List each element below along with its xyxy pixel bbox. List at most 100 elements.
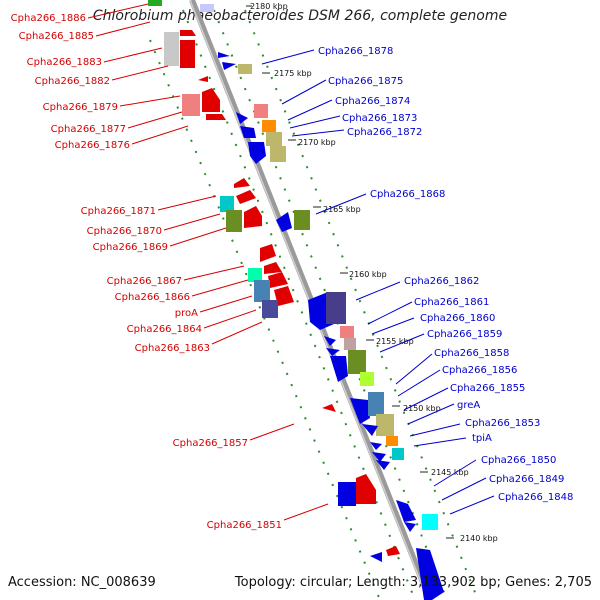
gene-box[interactable] (220, 196, 234, 212)
gene-label[interactable]: Cpha266_1849 (489, 474, 564, 485)
gene-box[interactable] (254, 104, 268, 118)
gene-label[interactable]: Cpha266_1848 (498, 492, 573, 503)
gene-label[interactable]: Cpha266_1860 (420, 313, 495, 324)
gene-box[interactable] (376, 414, 394, 436)
gene-arrow[interactable] (180, 30, 196, 36)
gene-label[interactable]: Cpha266_1869 (93, 242, 168, 253)
gene-arrow[interactable] (370, 442, 382, 450)
gene-label[interactable]: Cpha266_1861 (414, 297, 489, 308)
gene-label[interactable]: Cpha266_1875 (328, 76, 403, 87)
gene-arrow[interactable] (234, 178, 250, 188)
gene-label[interactable]: proA (175, 308, 198, 319)
gene-box[interactable] (148, 0, 162, 6)
gene-box[interactable] (422, 514, 438, 530)
gene-arrow[interactable] (206, 114, 226, 120)
gene-arrow[interactable] (244, 206, 262, 228)
gene-arrow[interactable] (240, 126, 256, 138)
gene-box[interactable] (262, 120, 276, 132)
gene-arrow[interactable] (386, 546, 400, 556)
gene-label[interactable]: Cpha266_1862 (404, 276, 479, 287)
gene-label[interactable]: Cpha266_1886 (11, 13, 86, 24)
gene-arrow[interactable] (356, 474, 376, 504)
gene-label[interactable]: Cpha266_1855 (450, 383, 525, 394)
gene-arrow[interactable] (276, 212, 292, 232)
gene-label[interactable]: Cpha266_1859 (427, 329, 502, 340)
gene-box[interactable] (238, 64, 252, 74)
gene-box[interactable] (266, 132, 282, 146)
gene-arrow[interactable] (264, 262, 282, 274)
gene-label[interactable]: Cpha266_1879 (43, 102, 118, 113)
gene-box[interactable] (248, 268, 262, 282)
gene-label[interactable]: Cpha266_1882 (35, 76, 110, 87)
gene-box[interactable] (360, 372, 374, 386)
scale-tick-label: 2170 kbp (298, 138, 336, 147)
scale-tick-label: 2145 kbp (431, 468, 469, 477)
gene-arrow[interactable] (404, 522, 416, 532)
gene-label[interactable]: Cpha266_1883 (27, 57, 102, 68)
gene-label[interactable]: Cpha266_1866 (115, 292, 190, 303)
gene-box[interactable] (392, 448, 404, 460)
gene-box[interactable] (294, 210, 310, 230)
gene-arrow[interactable] (198, 76, 208, 82)
gene-box[interactable] (180, 40, 195, 68)
gene-arrow[interactable] (268, 272, 288, 288)
gene-arrow[interactable] (236, 112, 248, 124)
gene-arrow[interactable] (372, 452, 386, 462)
gene-arrow[interactable] (218, 52, 230, 58)
gene-box[interactable] (340, 326, 354, 338)
gene-arrow[interactable] (260, 244, 276, 262)
gene-label[interactable]: Cpha266_1867 (107, 276, 182, 287)
gene-arrow[interactable] (324, 336, 336, 346)
gene-label[interactable]: Cpha266_1885 (19, 31, 94, 42)
gene-label[interactable]: Cpha266_1877 (51, 124, 126, 135)
gene-label[interactable]: Cpha266_1850 (481, 455, 556, 466)
gene-box[interactable] (262, 300, 278, 318)
gene-label[interactable]: Cpha266_1864 (127, 324, 202, 335)
gene-label[interactable]: Cpha266_1858 (434, 348, 509, 359)
gene-box[interactable] (270, 146, 286, 162)
gene-label[interactable]: Cpha266_1856 (442, 365, 517, 376)
gene-label[interactable]: Cpha266_1873 (342, 113, 417, 124)
gene-label[interactable]: Cpha266_1857 (173, 438, 248, 449)
gene-label[interactable]: Cpha266_1871 (81, 206, 156, 217)
gene-box[interactable] (254, 280, 270, 302)
gene-label[interactable]: Cpha266_1863 (135, 343, 210, 354)
label-leader (95, 21, 151, 37)
gene-label[interactable]: Cpha266_1876 (55, 140, 130, 151)
gene-arrow[interactable] (248, 142, 266, 164)
gene-arrow[interactable] (376, 460, 390, 470)
gene-label[interactable]: Cpha266_1874 (335, 96, 410, 107)
gene-box[interactable] (344, 338, 356, 350)
gene-arrow[interactable] (350, 398, 370, 424)
label-leader (413, 437, 467, 447)
gene-box[interactable] (348, 350, 366, 374)
gene-box[interactable] (226, 210, 242, 232)
gene-label[interactable]: Cpha266_1878 (318, 46, 393, 57)
gene-arrow[interactable] (222, 62, 236, 70)
gene-label[interactable]: Cpha266_1853 (465, 418, 540, 429)
gene-label[interactable]: Cpha266_1851 (207, 520, 282, 531)
gene-label[interactable]: Cpha266_1868 (370, 189, 445, 200)
gene-arrow[interactable] (202, 88, 220, 112)
gene-label[interactable]: tpiA (472, 433, 492, 444)
gene-label[interactable]: Cpha266_1870 (87, 226, 162, 237)
gene-box[interactable] (368, 392, 384, 416)
gene-arrow[interactable] (330, 356, 348, 382)
gene-arrow[interactable] (236, 190, 256, 204)
gene-box[interactable] (326, 292, 346, 324)
genome-summary: Topology: circular; Length: 3,133,902 bp… (234, 575, 592, 590)
gene-box[interactable] (386, 436, 398, 446)
gene-arrow[interactable] (362, 424, 378, 436)
gene-arrow[interactable] (370, 552, 382, 562)
gene-arrow[interactable] (416, 548, 444, 600)
gene-label[interactable]: Cpha266_1872 (347, 127, 422, 138)
gene-arrow[interactable] (322, 404, 336, 412)
gene-box[interactable] (200, 4, 214, 12)
gene-label[interactable]: greA (457, 400, 480, 411)
gene-box[interactable] (164, 32, 179, 66)
gene-box[interactable] (182, 94, 200, 116)
gene-arrow[interactable] (274, 286, 294, 306)
gene-box[interactable] (338, 482, 356, 506)
gene-arrow[interactable] (326, 348, 340, 356)
gene-arrow[interactable] (396, 500, 416, 522)
